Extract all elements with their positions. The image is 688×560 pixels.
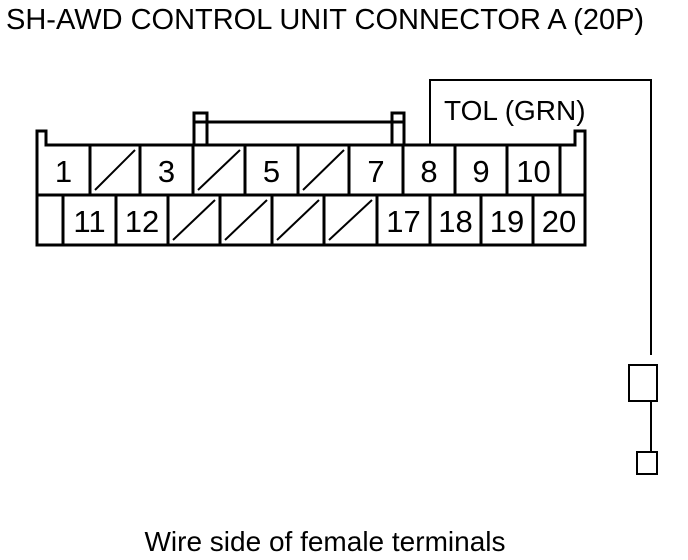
empty-cavity-slash: [94, 149, 136, 191]
connector-outline: [35, 129, 587, 247]
empty-cavity-slash: [328, 199, 373, 241]
empty-cavity-slash: [172, 199, 216, 241]
terminal-pin-label: 10: [516, 154, 550, 189]
empty-cavity-slash: [224, 199, 268, 241]
terminal-pin-label: 7: [367, 154, 384, 189]
diagram-title: SH-AWD CONTROL UNIT CONNECTOR A (20P): [6, 4, 645, 36]
empty-cavity-slash: [276, 199, 320, 241]
wire-connector-box: [628, 364, 658, 402]
terminal-pin-label: 17: [386, 204, 420, 239]
wire-label: TOL (GRN): [444, 95, 586, 126]
terminal-pin-label: 11: [73, 204, 105, 239]
terminal-pin-label: 5: [263, 154, 280, 189]
terminal-pin-label: 12: [125, 204, 159, 239]
terminal-pin-label: 3: [158, 154, 175, 189]
empty-cavity-slash: [302, 149, 345, 191]
terminal-pin-label: 9: [472, 154, 489, 189]
terminal-pin-label: 20: [542, 204, 576, 239]
terminal-pin-label: 19: [490, 204, 524, 239]
wire-terminal-box: [636, 451, 658, 475]
diagram-caption: Wire side of female terminals: [144, 526, 506, 557]
terminal-pin-label: 18: [438, 204, 472, 239]
terminal-pin-label: 8: [420, 154, 437, 189]
terminal-pin-label: 1: [55, 154, 72, 189]
connector-bottom-row: 11 12 17 18 19 20: [61, 195, 576, 245]
empty-cavity-slash: [197, 149, 241, 191]
wire-line: [429, 79, 652, 355]
locking-tab: [192, 111, 406, 145]
